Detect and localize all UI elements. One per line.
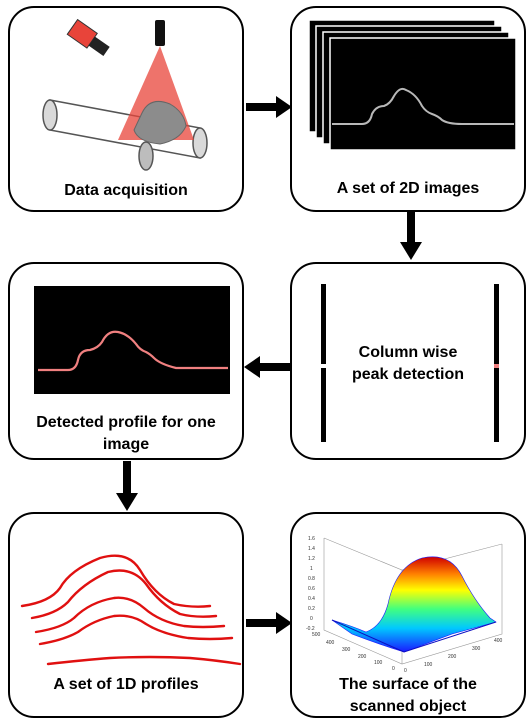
profiles-illustration — [20, 554, 242, 666]
image-stack-illustration — [308, 19, 517, 151]
scanned-object-icon — [133, 101, 187, 145]
y-tick: 400 — [326, 640, 335, 646]
z-tick: 0.8 — [308, 576, 315, 582]
step-label: A set of 1D profiles — [53, 676, 199, 693]
arrow-down-icon — [400, 212, 422, 260]
z-tick: 1.4 — [308, 546, 315, 552]
step-box-data-acquisition: Data acquisition — [8, 6, 244, 212]
acquisition-illustration — [42, 18, 208, 171]
step-box-detected-profile: Detected profile for one image — [8, 262, 244, 460]
z-tick: -0.2 — [306, 626, 315, 632]
z-tick: 0.6 — [308, 586, 315, 592]
surface-plot-illustration: 1.6 1.4 1.2 1 0.8 0.6 0.4 0.2 0 -0.2 500… — [306, 536, 503, 674]
profile-image-illustration — [34, 286, 230, 394]
step-label: The surface of the scanned object — [339, 676, 477, 715]
arrow-down-icon — [116, 461, 138, 511]
x-tick: 300 — [472, 646, 481, 652]
arrow-right-icon — [246, 612, 292, 634]
z-tick: 0.2 — [308, 606, 315, 612]
column-illustration — [321, 284, 499, 442]
step-box-peak-detection: Column wise peak detection — [290, 262, 526, 460]
arrow-right-icon — [246, 96, 292, 118]
x-tick: 200 — [448, 654, 457, 660]
camera-icon — [66, 18, 110, 56]
step-label: Detected profile for one image — [36, 414, 216, 453]
y-tick: 500 — [312, 632, 321, 638]
z-tick: 1 — [310, 566, 313, 572]
surface-mesh — [331, 556, 497, 653]
y-tick: 0 — [392, 666, 395, 672]
step-label: A set of 2D images — [336, 180, 480, 197]
z-tick: 0 — [310, 616, 313, 622]
step-box-2d-images: A set of 2D images — [290, 6, 526, 212]
step-label: Data acquisition — [64, 182, 188, 199]
step-label: Column wise peak detection — [351, 344, 465, 383]
x-tick: 100 — [424, 662, 433, 668]
z-tick: 0.4 — [308, 596, 315, 602]
x-tick: 400 — [494, 638, 503, 644]
y-tick: 300 — [342, 647, 351, 653]
z-tick: 1.2 — [308, 556, 315, 562]
x-tick: 0 — [404, 668, 407, 674]
y-tick: 100 — [374, 660, 383, 666]
z-tick: 1.6 — [308, 536, 315, 542]
step-box-1d-profiles: A set of 1D profiles — [8, 512, 244, 718]
arrow-left-icon — [244, 356, 290, 378]
step-box-surface: 1.6 1.4 1.2 1 0.8 0.6 0.4 0.2 0 -0.2 500… — [290, 512, 526, 718]
y-tick: 200 — [358, 654, 367, 660]
